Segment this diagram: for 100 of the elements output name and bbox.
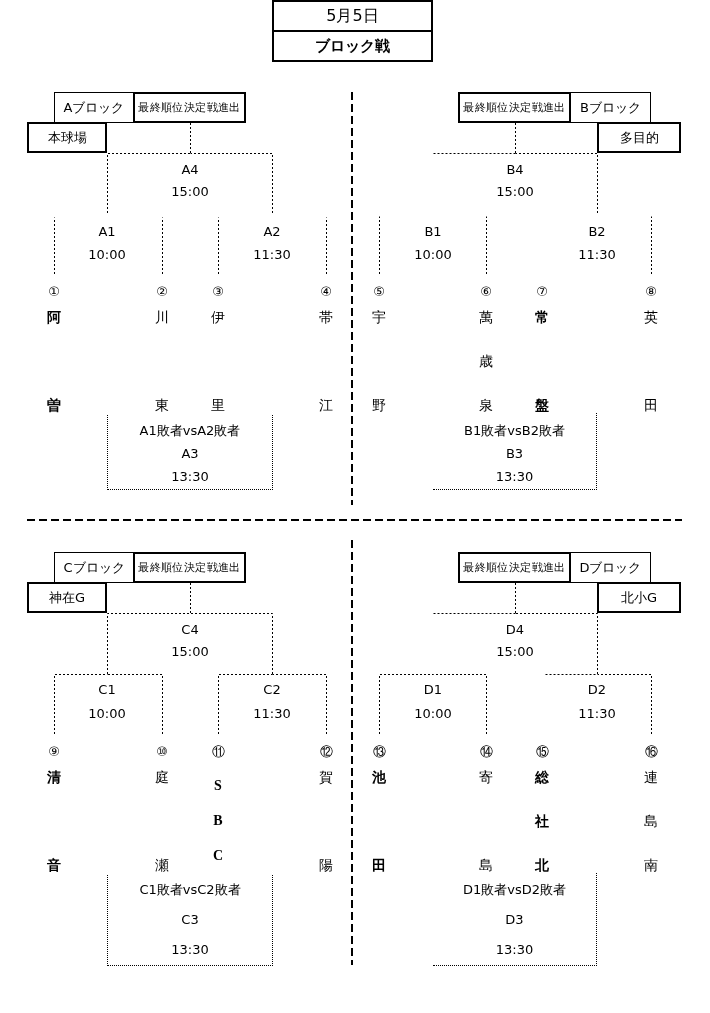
team-name: 清音 — [46, 770, 62, 872]
advance-label-box: 最終順位決定戦進出 — [133, 552, 246, 583]
match-time: 13:30 — [171, 941, 209, 959]
bracket-line — [515, 122, 516, 154]
bracket-line — [651, 216, 652, 275]
match-time: 13:30 — [495, 468, 534, 486]
match-time: 10:00 — [414, 246, 452, 264]
team-name: 連島南 — [643, 770, 659, 872]
bracket-line — [433, 153, 516, 154]
bracket-line — [379, 674, 434, 735]
team-name: 総社北 — [534, 770, 550, 872]
team-name: 伊里 — [210, 310, 226, 412]
bracket-line — [545, 674, 598, 675]
match-note: A1敗者vsA2敗者 — [139, 422, 241, 440]
match-time: 10:00 — [414, 705, 452, 723]
bracket-line — [379, 216, 380, 275]
match-time: 10:00 — [88, 246, 126, 264]
block-label-box: Cブロック — [54, 552, 134, 583]
bracket-line — [515, 582, 516, 614]
seed-number: ⑪ — [211, 744, 225, 760]
match-code: C4 — [181, 621, 199, 639]
bracket-line — [107, 674, 163, 735]
team-name: 萬歳泉 — [478, 310, 494, 412]
bracket-line — [515, 153, 598, 214]
match-code: B4 — [506, 161, 524, 179]
seed-number: ⑫ — [319, 744, 333, 760]
venue-box: 北小G — [597, 582, 681, 613]
seed-number: ④ — [320, 284, 332, 300]
seed-number: ③ — [212, 284, 224, 300]
team-name: SBC — [211, 778, 225, 862]
team-name: 賀陽 — [318, 770, 334, 872]
bracket-line — [515, 613, 598, 675]
match-time: 11:30 — [578, 705, 616, 723]
bracket-line — [433, 613, 516, 614]
bracket-line — [54, 674, 108, 735]
team-name: 英田 — [643, 310, 659, 412]
bracket-line — [162, 217, 163, 275]
match-code: B2 — [588, 223, 606, 241]
block-label-box: Bブロック — [570, 92, 651, 123]
team-name: 帯江 — [318, 310, 334, 412]
match-time: 13:30 — [495, 941, 534, 959]
advance-label-box: 最終順位決定戦進出 — [458, 552, 571, 583]
bracket-line — [218, 217, 219, 275]
team-name: 常盤 — [534, 310, 550, 412]
match-time: 11:30 — [578, 246, 616, 264]
bracket-line — [326, 217, 327, 275]
seed-number: ⑧ — [645, 284, 657, 300]
bracket-line — [190, 153, 273, 214]
seed-number: ⑯ — [644, 744, 658, 760]
match-code: D4 — [505, 621, 525, 639]
date-box: 5月5日 — [272, 0, 433, 32]
seed-number: ⑮ — [535, 744, 549, 760]
venue-box: 本球場 — [27, 122, 107, 153]
advance-label-box: 最終順位決定戦進出 — [133, 92, 246, 123]
match-code: C3 — [181, 911, 199, 929]
match-code: C2 — [263, 681, 281, 699]
match-code: B1 — [424, 223, 442, 241]
seed-number: ② — [156, 284, 168, 300]
seed-number: ⑨ — [48, 744, 60, 760]
seed-number: ⑥ — [480, 284, 492, 300]
bracket-line — [597, 674, 652, 735]
seed-number: ⑬ — [372, 744, 386, 760]
bracket-line — [486, 216, 487, 275]
match-code: D1 — [423, 681, 443, 699]
match-code: C1 — [98, 681, 116, 699]
seed-number: ⑭ — [479, 744, 493, 760]
match-time: 15:00 — [496, 643, 534, 661]
block-label-box: Aブロック — [54, 92, 134, 123]
bracket-frame — [433, 413, 597, 490]
seed-number: ⑩ — [156, 744, 168, 760]
block-label-box: Dブロック — [570, 552, 651, 583]
match-code: A3 — [181, 445, 199, 463]
match-time: 11:30 — [253, 246, 291, 264]
match-time: 15:00 — [496, 183, 534, 201]
team-name: 川東 — [154, 310, 170, 412]
bracket-frame — [107, 415, 273, 490]
bracket-line — [433, 674, 487, 735]
match-code: B3 — [505, 445, 524, 463]
team-name: 池田 — [371, 770, 387, 872]
team-name: 阿曽 — [46, 310, 62, 412]
advance-label-box: 最終順位決定戦進出 — [458, 92, 571, 123]
bracket-line — [54, 217, 55, 275]
bracket-frame — [107, 875, 273, 966]
match-code: D2 — [587, 681, 607, 699]
bracket-line — [190, 613, 273, 675]
bracket-frame — [433, 873, 597, 966]
venue-box: 多目的 — [597, 122, 681, 153]
match-note: C1敗者vsC2敗者 — [139, 881, 241, 899]
match-code: A1 — [98, 223, 116, 241]
match-note: D1敗者vsD2敗者 — [463, 881, 566, 899]
bracket-line — [218, 674, 273, 735]
bracket-line — [190, 122, 191, 154]
venue-box: 神在G — [27, 582, 107, 613]
match-time: 13:30 — [171, 468, 209, 486]
bracket-line — [272, 674, 327, 735]
match-code: A4 — [181, 161, 199, 179]
match-time: 10:00 — [88, 705, 126, 723]
match-time: 15:00 — [171, 643, 209, 661]
match-note: B1敗者vsB2敗者 — [464, 422, 565, 440]
match-code: A2 — [263, 223, 281, 241]
